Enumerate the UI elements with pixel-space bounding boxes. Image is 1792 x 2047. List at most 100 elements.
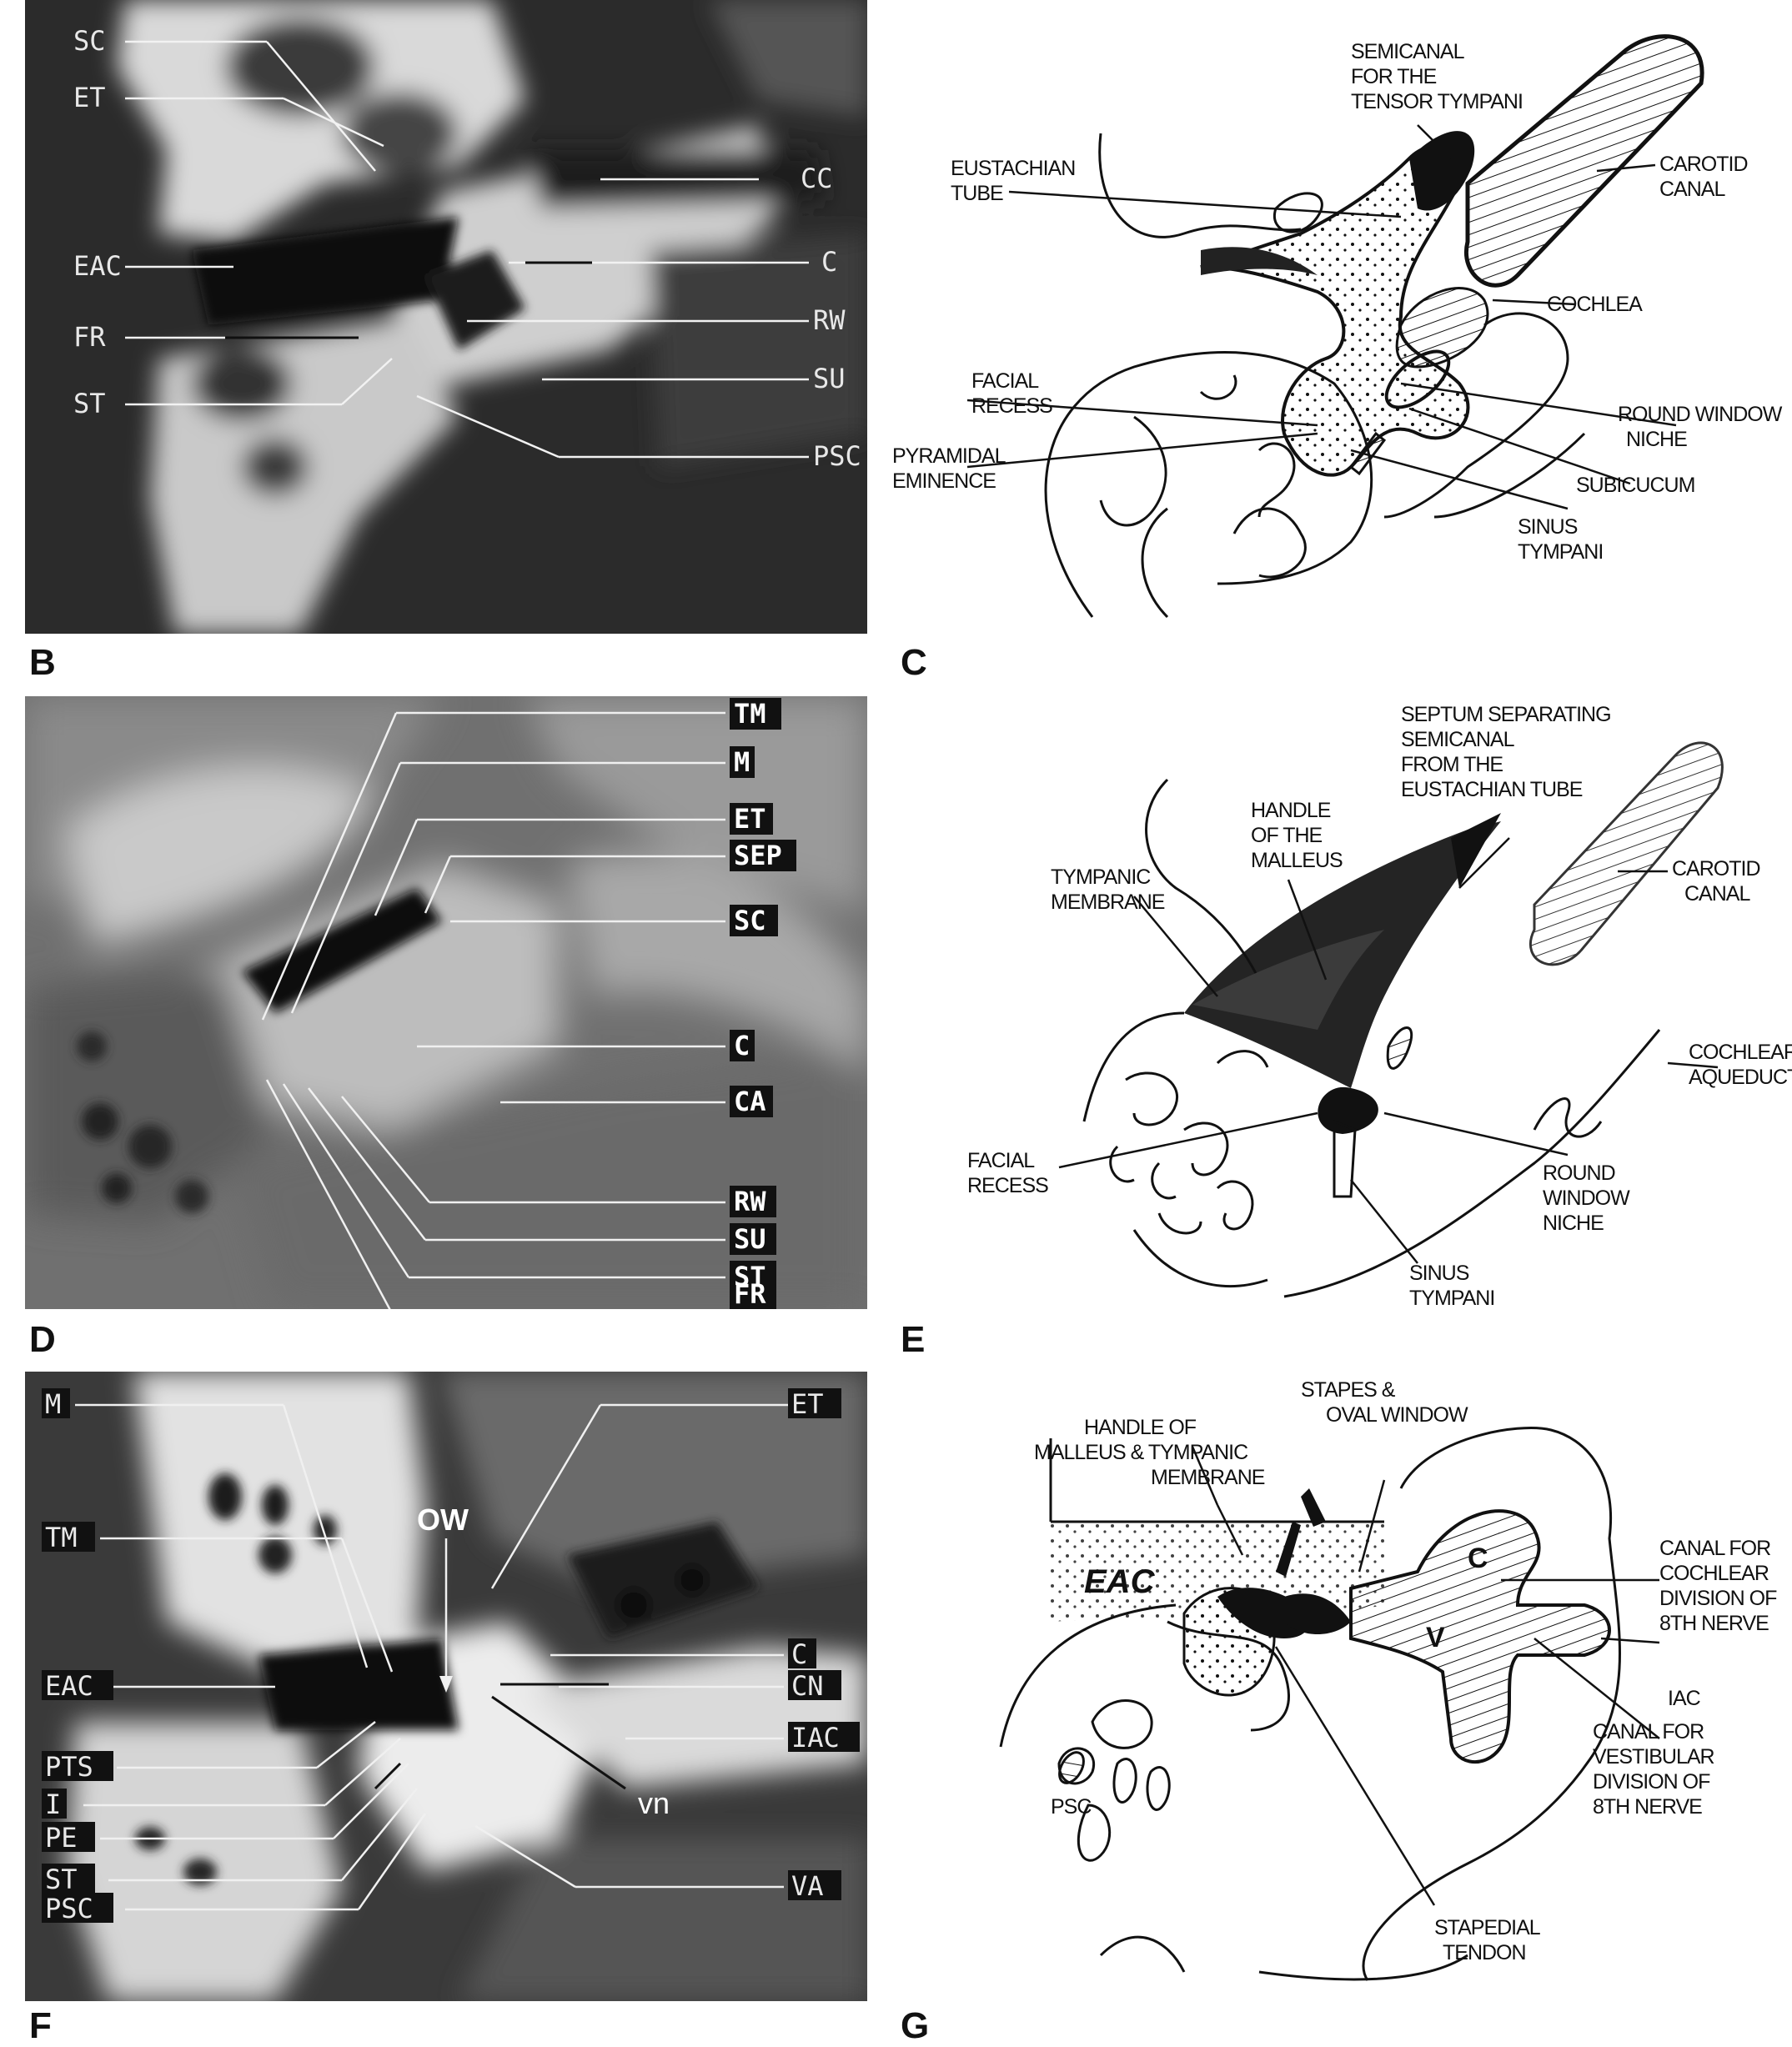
e-label-facial-2: RECESS (967, 1174, 1048, 1197)
b-label-rw: RW (813, 304, 846, 336)
b-label-eac: EAC (73, 250, 122, 282)
c-label-pyramidal-2: EMINENCE (892, 469, 996, 493)
g-label-v: V (1426, 1622, 1445, 1653)
e-label-facial-1: FACIAL (967, 1149, 1035, 1172)
f-label-va: VA (791, 1870, 824, 1902)
c-label-semicanal-1: SEMICANAL (1351, 40, 1465, 63)
e-label-carotid-1: CAROTID (1672, 857, 1760, 881)
f-label-i: I (45, 1789, 61, 1820)
e-label-handle-3: MALLEUS (1251, 849, 1343, 872)
b-label-fr: FR (73, 321, 106, 353)
b-label-su: SU (813, 363, 846, 394)
ct-image-d: TM M ET SEP SC C CA RW SU ST FR (25, 696, 867, 1309)
g-label-handle-3: MEMBRANE (1151, 1466, 1265, 1489)
c-label-eustachian-1: EUSTACHIAN (951, 157, 1075, 180)
e-label-septum-4: EUSTACHIAN TUBE (1401, 778, 1583, 801)
e-label-tympanic-2: MEMBRANE (1051, 891, 1165, 914)
panel-letter-b: B (29, 642, 56, 683)
f-label-c: C (791, 1638, 807, 1670)
e-label-cochlear-2: AQUEDUCT (1689, 1066, 1792, 1089)
c-label-facial-2: RECESS (971, 394, 1052, 418)
f-label-psc: PSC (45, 1893, 93, 1924)
g-label-canal-vestibular-3: DIVISION OF (1593, 1770, 1710, 1794)
d-label-sc: SC (734, 905, 766, 936)
d-label-tm: TM (734, 698, 766, 730)
f-label-st: ST (45, 1864, 78, 1895)
c-label-semicanal-3: TENSOR TYMPANI (1351, 90, 1523, 113)
e-label-tympanic-1: TYMPANIC (1051, 865, 1151, 889)
d-label-ca: CA (734, 1086, 766, 1117)
panel-letter-e: E (901, 1319, 926, 1360)
g-label-c: C (1468, 1543, 1488, 1574)
b-label-sc: SC (73, 25, 106, 57)
f-label-ow: OW (417, 1503, 469, 1537)
g-label-stapes-2: OVAL WINDOW (1326, 1403, 1468, 1427)
e-label-cochlear-1: COCHLEAR (1689, 1041, 1792, 1064)
g-label-canal-vestibular-4: 8TH NERVE (1593, 1795, 1702, 1819)
f-label-et: ET (791, 1388, 824, 1420)
e-label-septum-3: FROM THE (1401, 753, 1503, 776)
panel-f-ct: M TM EAC PTS I PE ST PSC ET C CN IAC VA … (25, 1372, 867, 2001)
g-label-canal-vestibular-2: VESTIBULAR (1593, 1745, 1714, 1769)
d-label-et: ET (734, 803, 766, 835)
e-label-carotid-2: CANAL (1684, 882, 1750, 906)
c-label-sinus-2: TYMPANI (1518, 540, 1603, 564)
g-label-stapedial-2: TENDON (1443, 1941, 1526, 1964)
e-label-septum-1: SEPTUM SEPARATING (1401, 703, 1611, 726)
g-label-stapes-1: STAPES & (1301, 1378, 1396, 1402)
c-label-cochlea: COCHLEA (1547, 293, 1643, 316)
g-label-canal-cochlear-2: COCHLEAR (1659, 1562, 1769, 1585)
f-label-cn: CN (791, 1670, 824, 1702)
drawing-e: SEPTUM SEPARATING SEMICANAL FROM THE EUS… (967, 703, 1792, 1309)
d-label-m: M (734, 746, 750, 778)
e-label-round-3: NICHE (1543, 1212, 1604, 1235)
g-label-handle-1: HANDLE OF (1084, 1416, 1197, 1439)
panel-letter-f: F (29, 2005, 52, 2046)
b-label-psc: PSC (813, 440, 861, 472)
b-label-et: ET (73, 82, 106, 113)
g-label-canal-cochlear-4: 8TH NERVE (1659, 1612, 1769, 1635)
c-label-round-1: ROUND WINDOW (1618, 403, 1783, 426)
ct-image-f: M TM EAC PTS I PE ST PSC ET C CN IAC VA … (25, 1372, 867, 2001)
f-label-pts: PTS (45, 1751, 93, 1783)
g-label-iac: IAC (1668, 1687, 1701, 1710)
c-label-carotid-1: CAROTID (1659, 153, 1748, 176)
e-label-round-2: WINDOW (1543, 1187, 1630, 1210)
f-label-m: M (45, 1388, 61, 1420)
g-label-canal-cochlear-3: DIVISION OF (1659, 1587, 1777, 1610)
g-label-handle-2: MALLEUS & TYMPANIC (1034, 1441, 1248, 1464)
c-label-semicanal-2: FOR THE (1351, 65, 1437, 88)
f-label-iac: IAC (791, 1722, 840, 1753)
drawing-g: STAPES & OVAL WINDOW HANDLE OF MALLEUS &… (999, 1378, 1778, 1981)
f-label-tm: TM (45, 1522, 78, 1553)
drawing-c: SEMICANAL FOR THE TENSOR TYMPANI EUSTACH… (892, 34, 1784, 619)
c-label-carotid-2: CANAL (1659, 178, 1725, 201)
f-label-pe: PE (45, 1822, 78, 1854)
d-label-st: ST (734, 1261, 766, 1292)
e-label-septum-2: SEMICANAL (1401, 728, 1515, 751)
d-label-su: SU (734, 1223, 766, 1255)
panel-d-ct: TM M ET SEP SC C CA RW SU ST FR (25, 696, 867, 1309)
d-label-fr: FR (734, 1278, 766, 1309)
g-label-canal-cochlear-1: CANAL FOR (1659, 1537, 1770, 1560)
c-label-round-2: NICHE (1626, 428, 1687, 451)
c-label-eustachian-2: TUBE (951, 182, 1003, 205)
b-label-cc: CC (801, 163, 833, 194)
c-label-pyramidal-1: PYRAMIDAL (892, 444, 1006, 468)
panel-g-drawing: STAPES & OVAL WINDOW HANDLE OF MALLEUS &… (884, 1372, 1792, 2001)
b-label-st: ST (73, 388, 106, 419)
b-label-c: C (821, 246, 837, 278)
d-label-sep: SEP (734, 840, 782, 871)
f-label-eac: EAC (45, 1670, 93, 1702)
panel-e-drawing: SEPTUM SEPARATING SEMICANAL FROM THE EUS… (884, 696, 1792, 1309)
ct-image-b: SC ET EAC FR ST CC C RW SU PSC (25, 0, 867, 634)
panel-letter-c: C (901, 642, 927, 683)
c-label-sinus-1: SINUS (1518, 515, 1578, 539)
g-label-eac: EAC (1084, 1563, 1156, 1600)
c-label-subiculum: SUBICUCUM (1576, 474, 1694, 497)
panel-letter-d: D (29, 1319, 56, 1360)
e-label-sinus-1: SINUS (1409, 1262, 1469, 1285)
panel-letter-g: G (901, 2005, 930, 2046)
c-label-facial-1: FACIAL (971, 369, 1039, 393)
d-label-c: C (734, 1030, 750, 1061)
